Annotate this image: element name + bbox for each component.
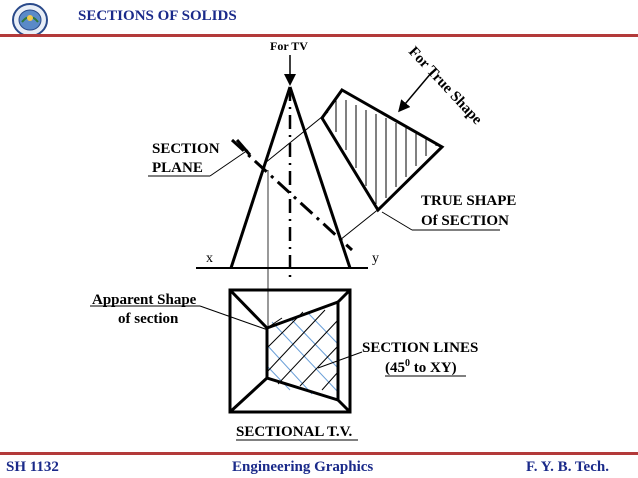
- section-plane-leader-slant: [209, 149, 249, 177]
- top-view-edge-bl: [228, 376, 269, 414]
- projector-line-bottom-2: [339, 207, 381, 241]
- projector-line-top: [264, 111, 329, 164]
- section-lines-paren-close: to XY): [410, 360, 457, 376]
- section-plane-label-line1: SECTION: [152, 141, 220, 157]
- section-lines-leader: [317, 351, 363, 369]
- section-lines-label-line1: SECTION LINES: [362, 340, 478, 356]
- true-shape-label-line2: Of SECTION: [421, 213, 509, 229]
- for-true-shape-label: For True Shape: [405, 44, 485, 128]
- section-plane-label-line2: PLANE: [152, 160, 203, 176]
- apparent-shape-label-line2: of section: [118, 311, 179, 327]
- apparent-shape-outline: [265, 299, 340, 403]
- page-title: SECTIONS OF SOLIDS: [78, 8, 237, 24]
- top-view-square: [228, 288, 352, 414]
- x-label: x: [206, 251, 213, 266]
- top-view-edge-tr: [336, 288, 352, 304]
- for-true-shape-arrow: [398, 71, 433, 113]
- section-plane-trace: [230, 138, 354, 252]
- section-lines-paren-open: (45: [385, 360, 405, 376]
- institute-logo: [12, 3, 48, 37]
- true-shape-leader: [381, 211, 413, 231]
- apparent-shape-label-line1: Apparent Shape: [92, 292, 197, 308]
- section-plane-end-tick: [235, 139, 252, 156]
- footer-divider: [0, 452, 638, 455]
- apparent-shape-leader-slant: [199, 305, 269, 331]
- footer-subject: Engineering Graphics: [232, 459, 374, 475]
- section-lines-superscript: 0: [405, 358, 410, 369]
- top-view-edge-br: [336, 398, 352, 414]
- top-view-edge-tl: [228, 288, 269, 330]
- front-view-right-edge: [288, 86, 352, 269]
- true-shape-hatch: [335, 98, 437, 204]
- apparent-shape-hatch: [266, 309, 339, 395]
- footer-course-code: SH 1132: [6, 459, 59, 475]
- true-shape-label-line1: TRUE SHAPE: [421, 193, 516, 209]
- header-divider: [0, 34, 638, 37]
- true-shape-outline: [320, 88, 445, 213]
- for-tv-label: For TV: [270, 39, 308, 53]
- footer-class: F. Y. B. Tech.: [526, 459, 609, 475]
- front-view-left-edge: [229, 86, 292, 269]
- y-label: y: [372, 251, 379, 266]
- section-lines-label-line2: (450 to XY): [385, 358, 457, 376]
- sectional-tv-label: SECTIONAL T.V.: [236, 424, 353, 440]
